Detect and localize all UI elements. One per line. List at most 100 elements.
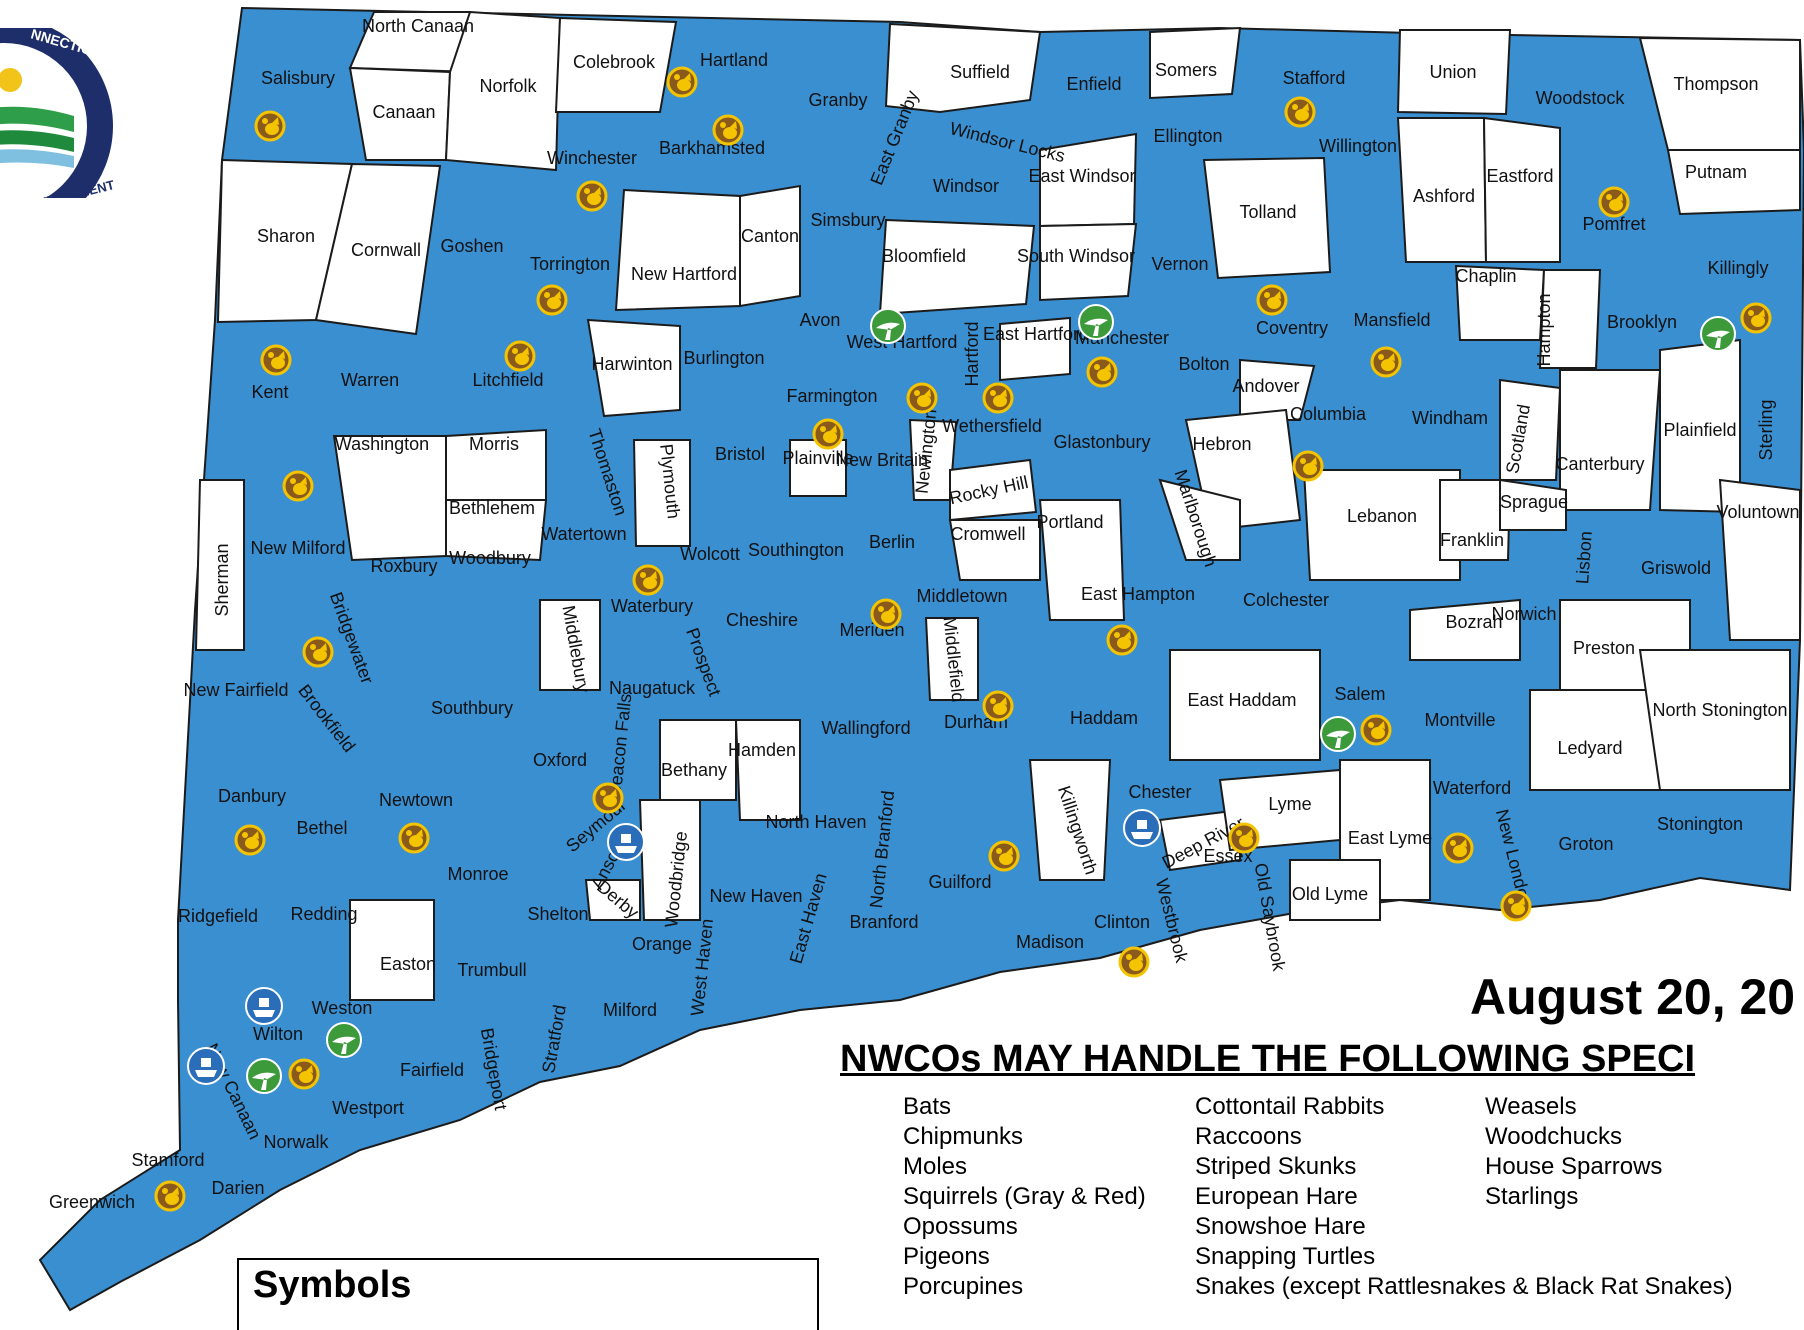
species-item: Starlings xyxy=(1485,1183,1579,1210)
species-heading: NWCOs MAY HANDLE THE FOLLOWING SPECI xyxy=(840,1038,1696,1080)
town-label-granby: Granby xyxy=(808,90,867,110)
town-label-somers: Somers xyxy=(1155,60,1217,80)
species-item: Opossums xyxy=(903,1213,1018,1240)
town-label-bethel: Bethel xyxy=(296,818,347,838)
species-item: Moles xyxy=(903,1153,968,1180)
species-item: Snapping Turtles xyxy=(1195,1243,1376,1270)
town-label-hartford: Hartford xyxy=(962,321,982,386)
town-label-branford: Branford xyxy=(849,912,918,932)
town-label-barkhamsted: Barkhamsted xyxy=(659,138,765,158)
species-item: Snowshoe Hare xyxy=(1195,1213,1366,1240)
town-label-burlington: Burlington xyxy=(683,348,764,368)
town-label-windsor: Windsor xyxy=(933,176,999,196)
town-label-clinton: Clinton xyxy=(1094,912,1150,932)
turkey-icon xyxy=(812,418,844,450)
map-date: August 20, 20 xyxy=(1470,969,1796,1025)
town-label-guilford: Guilford xyxy=(928,872,991,892)
town-label-bolton: Bolton xyxy=(1178,354,1229,374)
town-label-chester: Chester xyxy=(1128,782,1191,802)
town-label-danbury: Danbury xyxy=(218,786,286,806)
species-item: Chipmunks xyxy=(903,1123,1024,1150)
town-label-shelton: Shelton xyxy=(527,904,588,924)
town-label-farmington: Farmington xyxy=(786,386,877,406)
town-label-hampton: Hampton xyxy=(1534,293,1554,366)
town-label-cromwell: Cromwell xyxy=(950,524,1025,544)
town-label-union: Union xyxy=(1429,62,1476,82)
town-label-warren: Warren xyxy=(341,370,399,390)
town-label-madison: Madison xyxy=(1016,932,1084,952)
town-label-middletown: Middletown xyxy=(916,586,1007,606)
species-item: Raccoons xyxy=(1195,1123,1302,1150)
town-label-hartland: Hartland xyxy=(700,50,768,70)
town-label-norwich: Norwich xyxy=(1491,604,1556,624)
turkey-icon xyxy=(632,564,664,596)
town-label-preston: Preston xyxy=(1573,638,1635,658)
turkey-icon xyxy=(504,340,536,372)
goose-icon xyxy=(1320,716,1356,752)
town-label-weston: Weston xyxy=(312,998,373,1018)
town-label-canterbury: Canterbury xyxy=(1555,454,1644,474)
turkey-icon xyxy=(982,382,1014,414)
town-label-bethlehem: Bethlehem xyxy=(449,498,535,518)
town-label-fairfield: Fairfield xyxy=(400,1060,464,1080)
town-label-south-windsor: South Windsor xyxy=(1017,246,1135,266)
town-label-voluntown: Voluntown xyxy=(1716,502,1799,522)
turkey-icon xyxy=(1256,284,1288,316)
turkey-icon xyxy=(1228,822,1260,854)
turkey-icon xyxy=(1442,832,1474,864)
turkey-icon xyxy=(1598,186,1630,218)
town-label-canaan: Canaan xyxy=(372,102,435,122)
town-label-cornwall: Cornwall xyxy=(351,240,421,260)
species-item: Squirrels (Gray & Red) xyxy=(903,1183,1146,1210)
goose-icon xyxy=(1700,316,1736,352)
town-label-stafford: Stafford xyxy=(1283,68,1346,88)
town-label-canton: Canton xyxy=(741,226,799,246)
town-label-cheshire: Cheshire xyxy=(726,610,798,630)
town-label-goshen: Goshen xyxy=(440,236,503,256)
town-label-norwalk: Norwalk xyxy=(263,1132,329,1152)
town-label-east-haddam: East Haddam xyxy=(1187,690,1296,710)
turkey-icon xyxy=(870,598,902,630)
town-label-sterling: Sterling xyxy=(1756,399,1776,460)
town-label-norfolk: Norfolk xyxy=(479,76,537,96)
town-label-litchfield: Litchfield xyxy=(472,370,543,390)
turkey-icon xyxy=(666,66,698,98)
species-item: Porcupines xyxy=(903,1273,1024,1300)
boat-icon xyxy=(245,987,283,1025)
species-item: Cottontail Rabbits xyxy=(1195,1093,1385,1120)
town-label-ridgefield: Ridgefield xyxy=(178,906,258,926)
town-label-naugatuck: Naugatuck xyxy=(609,678,696,698)
turkey-icon xyxy=(1086,356,1118,388)
goose-icon xyxy=(1078,304,1114,340)
goose-icon xyxy=(870,308,906,344)
species-item: Striped Skunks xyxy=(1195,1153,1357,1180)
turkey-icon xyxy=(592,782,624,814)
town-label-simsbury: Simsbury xyxy=(810,210,885,230)
turkey-icon xyxy=(1118,946,1150,978)
turkey-icon xyxy=(234,824,266,856)
species-item: Woodchucks xyxy=(1485,1123,1622,1150)
town-label-ledyard: Ledyard xyxy=(1557,738,1622,758)
town-label-woodbury: Woodbury xyxy=(449,548,531,568)
species-column-3: Weasels Woodchucks House Sparrows Starli… xyxy=(1485,1092,1662,1212)
turkey-icon xyxy=(1284,96,1316,128)
town-label-waterbury: Waterbury xyxy=(611,596,693,616)
town-label-griswold: Griswold xyxy=(1641,558,1711,578)
town-label-milford: Milford xyxy=(603,1000,657,1020)
town-label-stamford: Stamford xyxy=(131,1150,204,1170)
town-label-orange: Orange xyxy=(632,934,692,954)
turkey-icon xyxy=(988,840,1020,872)
town-label-new-hartford: New Hartford xyxy=(631,264,737,284)
town-label-redding: Redding xyxy=(290,904,357,924)
town-label-bethany: Bethany xyxy=(661,760,727,780)
town-label-woodstock: Woodstock xyxy=(1536,88,1626,108)
turkey-icon xyxy=(1292,450,1324,482)
turkey-icon xyxy=(288,1058,320,1090)
town-label-stonington: Stonington xyxy=(1657,814,1743,834)
town-label-kent: Kent xyxy=(251,382,288,402)
town-label-coventry: Coventry xyxy=(1256,318,1328,338)
town-label-bristol: Bristol xyxy=(715,444,765,464)
town-label-lisbon: Lisbon xyxy=(1572,530,1596,584)
town-label-wallingford: Wallingford xyxy=(821,718,910,738)
